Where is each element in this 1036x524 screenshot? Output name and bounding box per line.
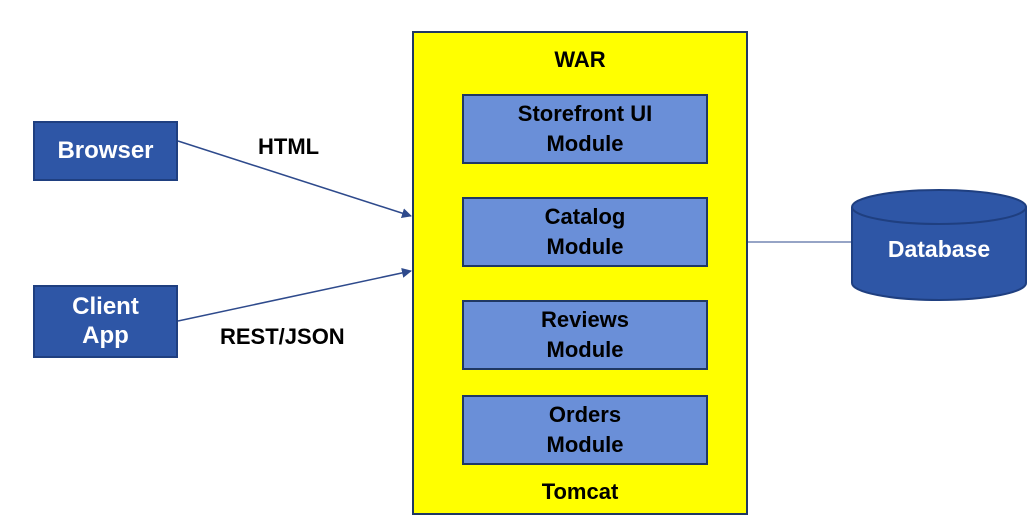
browser-to-war-arrow [177, 140, 412, 219]
module-orders: Orders Module [462, 395, 708, 465]
client-app-box: Client App [33, 285, 178, 358]
module-storefront-ui: Storefront UI Module [462, 94, 708, 164]
module-catalog: Catalog Module [462, 197, 708, 267]
rest-json-connection-label: REST/JSON [220, 324, 345, 349]
browser-label: Browser [57, 136, 154, 164]
database-label: Database [887, 236, 991, 262]
database-cylinder [851, 189, 1027, 301]
module-reviews: Reviews Module [462, 300, 708, 370]
client-app-label: Client App [72, 292, 139, 349]
war-container: WAR Storefront UI Module Catalog Module … [412, 31, 748, 515]
war-title: WAR [554, 47, 606, 72]
client-app-to-war-arrow [177, 267, 412, 322]
html-connection-label: HTML [258, 134, 320, 159]
browser-box: Browser [33, 121, 178, 181]
tomcat-label: Tomcat [541, 479, 619, 504]
